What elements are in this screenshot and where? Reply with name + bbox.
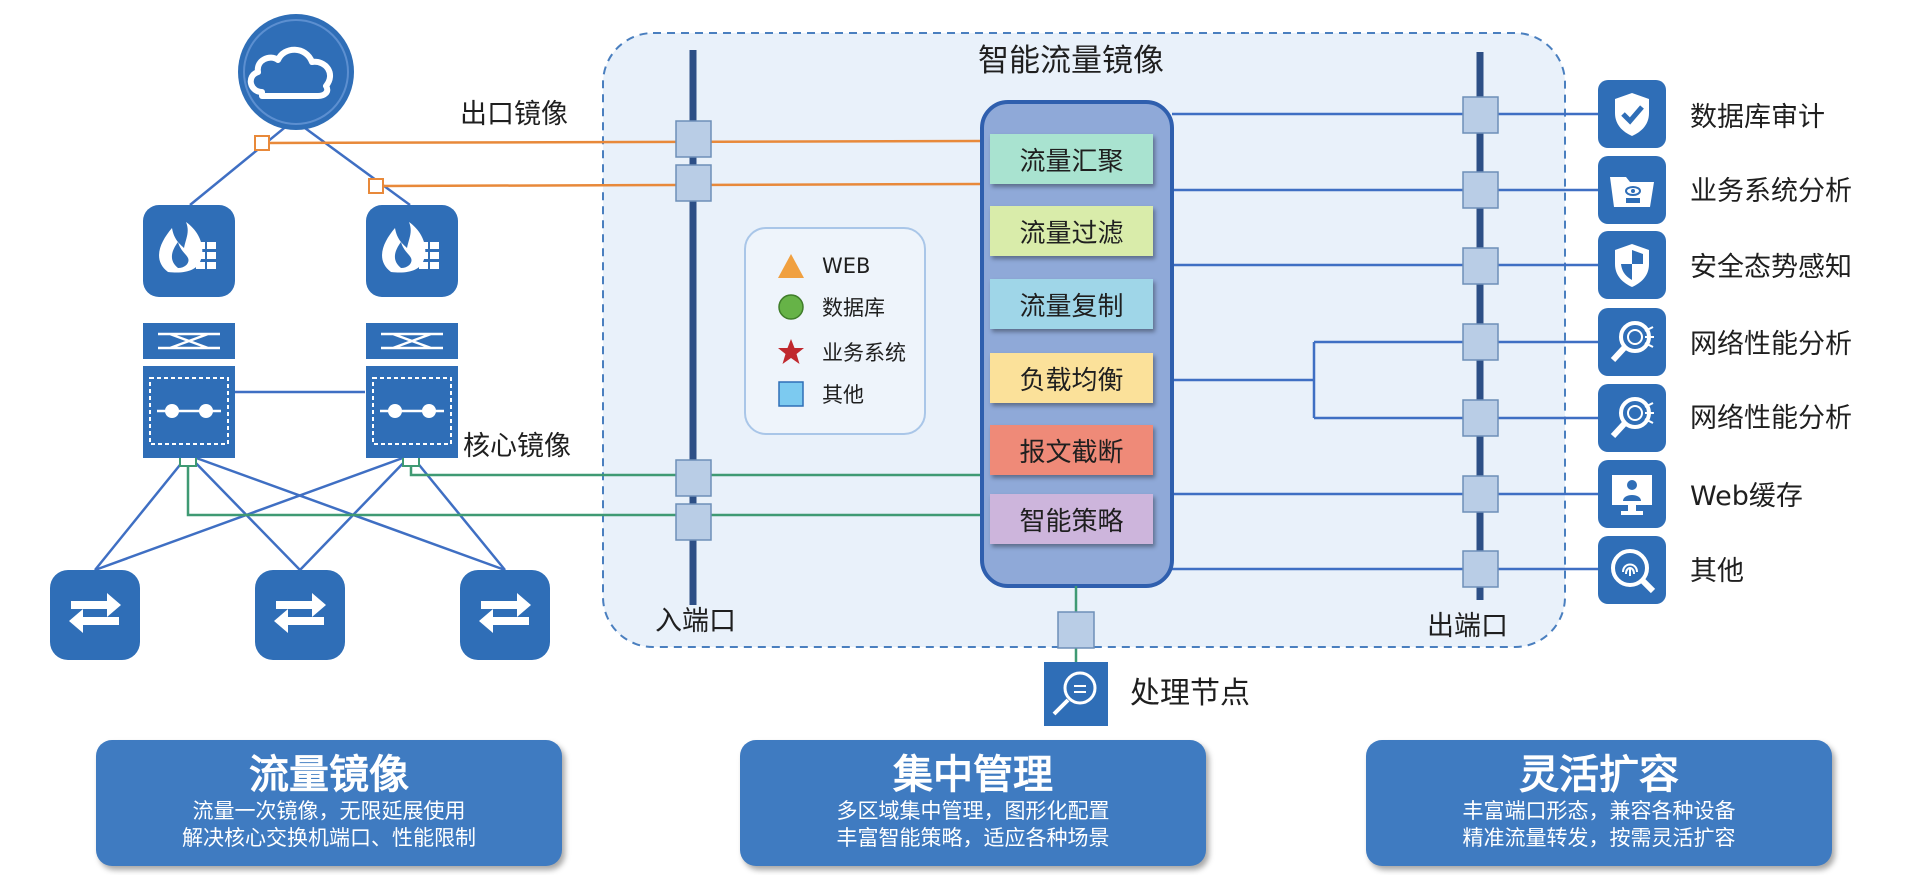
feature-card-flexible-expansion: 灵活扩容 丰富端口形态，兼容各种设备 精准流量转发，按需灵活扩容 [1366, 740, 1832, 866]
fingerprint-search-icon[interactable] [1598, 536, 1666, 604]
in-port-label: 入端口 [655, 606, 736, 637]
magnifier-lion-icon[interactable] [1598, 384, 1666, 452]
card-title: 灵活扩容 [1519, 752, 1679, 798]
security-shield-icon[interactable] [1598, 231, 1666, 299]
legend-label: WEB [822, 254, 871, 278]
engine-port-square [1057, 611, 1095, 649]
processing-node-icon [1044, 662, 1108, 726]
core-mirror-label: 核心镜像 [463, 431, 571, 462]
firewall-icon [143, 205, 235, 297]
processing-node-label: 处理节点 [1130, 676, 1250, 711]
shield-check-icon[interactable] [1598, 80, 1666, 148]
topology-links [94, 118, 506, 572]
legend: WEB 数据库 业务系统 其他 [744, 227, 926, 435]
function-load-balancing[interactable]: 负载均衡 [990, 353, 1153, 403]
feature-card-traffic-mirror: 流量镜像 流量一次镜像，无限延展使用 解决核心交换机端口、性能限制 [96, 740, 562, 866]
card-line: 多区域集中管理，图形化配置 [836, 799, 1110, 823]
diagram-title: 智能流量镜像 [978, 43, 1164, 79]
output-label-other: 其他 [1690, 556, 1744, 587]
function-traffic-filtering[interactable]: 流量过滤 [990, 206, 1153, 256]
egress-mirror-label: 出口镜像 [460, 99, 568, 130]
card-line: 精准流量转发，按需灵活扩容 [1462, 826, 1736, 850]
card-line: 解决核心交换机端口、性能限制 [182, 826, 476, 850]
magnifier-lion-icon[interactable] [1598, 308, 1666, 376]
output-label-security-awareness: 安全态势感知 [1690, 252, 1852, 283]
legend-item-database: 数据库 [776, 292, 885, 322]
core-switch-icon [366, 366, 458, 458]
output-label-business-analysis: 业务系统分析 [1690, 176, 1852, 207]
output-label-network-performance-2: 网络性能分析 [1690, 403, 1852, 434]
output-label-network-performance-1: 网络性能分析 [1690, 329, 1852, 360]
out-port-squares [1462, 96, 1499, 588]
access-switch-icon [460, 570, 550, 660]
legend-item-web: WEB [776, 251, 870, 281]
card-line: 流量一次镜像，无限延展使用 [192, 799, 466, 823]
output-label-database-audit: 数据库审计 [1690, 102, 1825, 133]
legend-label: 其他 [822, 383, 864, 407]
access-switch-icon [50, 570, 140, 660]
function-smart-policy[interactable]: 智能策略 [990, 494, 1153, 544]
card-line: 丰富端口形态，兼容各种设备 [1462, 799, 1736, 823]
monitor-user-icon[interactable] [1598, 460, 1666, 528]
legend-label: 数据库 [822, 296, 885, 320]
legend-item-other: 其他 [776, 379, 864, 409]
star-icon [776, 337, 806, 367]
function-traffic-aggregation[interactable]: 流量汇聚 [990, 134, 1153, 184]
circle-icon [776, 292, 806, 322]
folder-app-icon[interactable] [1598, 156, 1666, 224]
card-title: 流量镜像 [249, 752, 409, 798]
square-icon [776, 379, 806, 409]
cloud-icon [238, 14, 354, 130]
egress-tap-1 [254, 135, 270, 151]
triangle-icon [776, 251, 806, 281]
core-switch-icon [143, 366, 235, 458]
card-title: 集中管理 [893, 752, 1053, 798]
egress-tap-2 [368, 178, 384, 194]
output-label-web-cache: Web缓存 [1690, 481, 1803, 512]
firewall-icon [366, 205, 458, 297]
in-port-squares [675, 120, 712, 541]
switch-icon [143, 323, 235, 359]
function-traffic-replication[interactable]: 流量复制 [990, 279, 1153, 329]
out-port-label: 出端口 [1427, 611, 1508, 642]
feature-card-central-management: 集中管理 多区域集中管理，图形化配置 丰富智能策略，适应各种场景 [740, 740, 1206, 866]
output-links [1172, 112, 1598, 571]
function-packet-truncation[interactable]: 报文截断 [990, 425, 1153, 475]
legend-item-business-system: 业务系统 [776, 337, 906, 367]
legend-label: 业务系统 [822, 341, 906, 365]
card-line: 丰富智能策略，适应各种场景 [836, 826, 1110, 850]
switch-icon [366, 323, 458, 359]
access-switch-icon [255, 570, 345, 660]
